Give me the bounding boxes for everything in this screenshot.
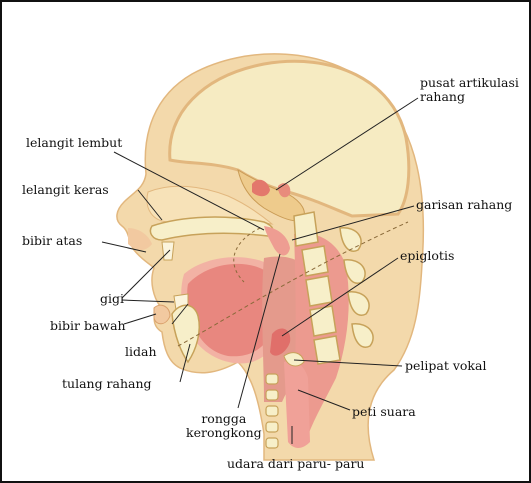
label-bibir-bawah: bibir bawah (50, 319, 126, 333)
label-rongga-kerongkong: rongga kerongkong (186, 412, 262, 440)
label-pelipat-vokal: pelipat vokal (405, 359, 486, 373)
label-lelangit-keras: lelangit keras (22, 183, 109, 197)
larynx (284, 361, 310, 448)
lower-lip (154, 305, 170, 324)
label-pusat-artikulasi: pusat artikulasi rahang (420, 76, 519, 104)
label-line-1: rongga (186, 412, 262, 426)
label-peti-suara: peti suara (352, 405, 416, 419)
label-gigi: gigi (100, 292, 124, 306)
label-line-2: kerongkong (186, 426, 262, 440)
label-epiglotis: epiglotis (400, 249, 454, 263)
label-udara-dari-paru-paru: udara dari paru- paru (227, 457, 364, 471)
label-garisan-rahang: garisan rahang (416, 198, 512, 212)
label-bibir-atas: bibir atas (22, 234, 82, 248)
label-line-2: rahang (420, 90, 519, 104)
label-lelangit-lembut: lelangit lembut (26, 136, 122, 150)
upper-teeth (162, 242, 174, 260)
label-tulang-rahang: tulang rahang (62, 377, 152, 391)
label-line-1: pusat artikulasi (420, 76, 519, 90)
label-lidah: lidah (125, 345, 157, 359)
